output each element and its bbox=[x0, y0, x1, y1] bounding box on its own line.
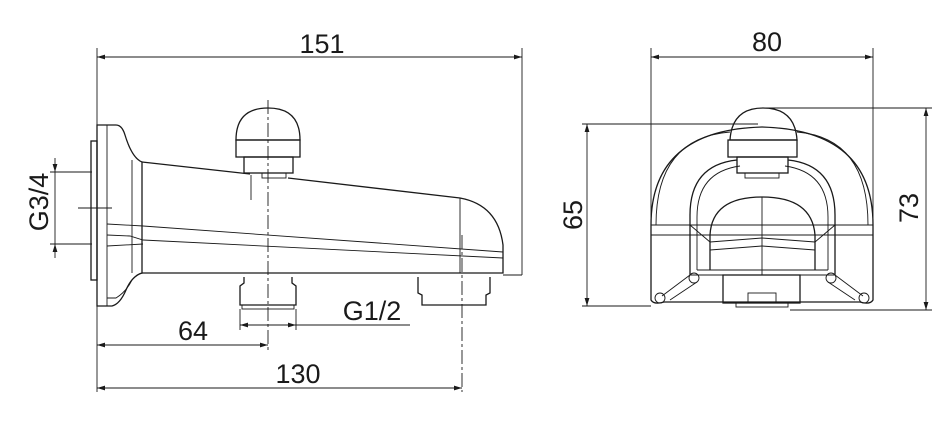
spout-body bbox=[141, 161, 504, 274]
dim-total-height: 73 bbox=[894, 193, 924, 223]
wall-plate bbox=[90, 140, 98, 281]
front-view bbox=[650, 107, 874, 308]
flange bbox=[96, 124, 143, 307]
aerator-dome bbox=[709, 196, 816, 270]
dim-body-height: 65 bbox=[558, 200, 588, 230]
dimensions-front: 80 65 73 bbox=[558, 27, 932, 311]
bottom-outlet bbox=[722, 274, 801, 304]
dim-inlet-thread: G3/4 bbox=[24, 173, 54, 232]
dim-spout-reach: 130 bbox=[275, 359, 320, 389]
dim-overall-length: 151 bbox=[299, 29, 344, 59]
dim-outlet-thread: G1/2 bbox=[343, 296, 402, 326]
inner-arch bbox=[689, 159, 836, 275]
dimensions-side: 151 G3/4 G1/2 64 130 bbox=[24, 29, 523, 392]
side-view bbox=[78, 100, 504, 392]
dim-outlet-offset: 64 bbox=[178, 316, 208, 346]
spout-outlet bbox=[417, 277, 491, 306]
dim-width: 80 bbox=[752, 27, 782, 57]
